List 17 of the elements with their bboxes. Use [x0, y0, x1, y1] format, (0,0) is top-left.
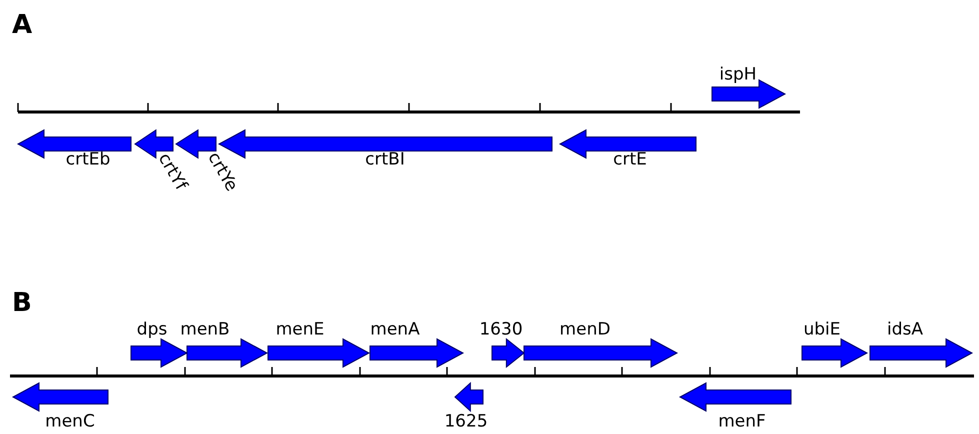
gene-label: menA [370, 322, 420, 338]
gene-label: crtBI [365, 152, 405, 168]
panel-letter: A [12, 12, 32, 38]
gene-label: dps [136, 322, 168, 338]
gene-label: menF [718, 414, 766, 430]
gene-label: menD [560, 322, 610, 338]
gene-label: ubiE [803, 322, 841, 338]
gene-label: menB [180, 322, 230, 338]
gene-label: 1625 [444, 414, 488, 430]
gene-label: menC [45, 414, 95, 430]
gene-label: ispH [719, 66, 757, 84]
gene-label: idsA [887, 322, 923, 338]
gene-label: crtE [613, 152, 647, 168]
gene-label: menE [276, 322, 324, 338]
gene-label: crtEb [66, 152, 110, 168]
panel-letter: B [12, 290, 32, 316]
gene-label: 1630 [479, 322, 523, 338]
